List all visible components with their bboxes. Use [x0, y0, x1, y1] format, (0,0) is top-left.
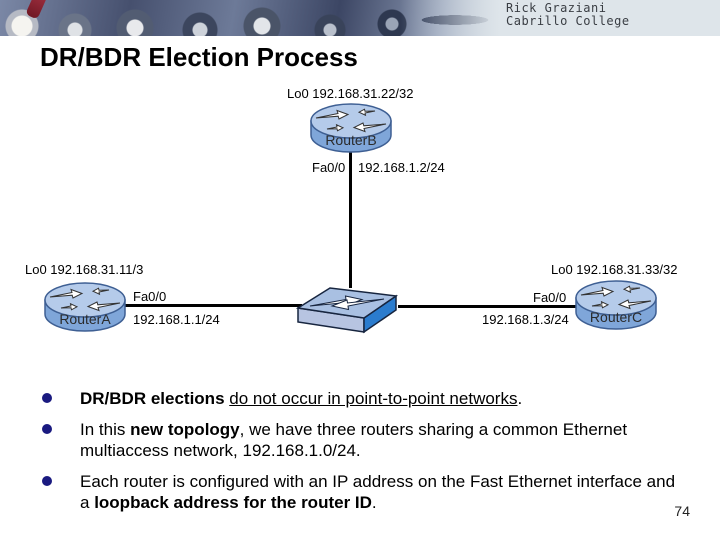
router-a-interface-label: Fa0/0 — [133, 289, 167, 304]
bullet-item: DR/BDR elections do not occur in point-t… — [40, 388, 685, 409]
bullet-text-segment: do not occur in point-to-point networks — [229, 389, 518, 408]
bullet-text-segment: loopback address for the router ID — [94, 493, 372, 512]
banner-photo — [0, 0, 518, 36]
bullet-icon — [42, 393, 52, 403]
router-c-loopback-label: Lo0 192.168.31.33/32 — [551, 262, 678, 277]
router-a: RouterA — [41, 280, 129, 336]
bullet-text-segment: , we have three routers sharing a common… — [80, 420, 628, 460]
bullet-list: DR/BDR elections do not occur in point-t… — [40, 388, 688, 523]
author-organization: Cabrillo College — [506, 14, 630, 28]
router-c-name: RouterC — [589, 309, 643, 325]
bullet-text-segment: DR/BDR elections — [80, 389, 230, 408]
router-a-name: RouterA — [59, 311, 111, 327]
bullet-text-segment: . — [371, 493, 377, 512]
bullet-text-segment: new topology — [130, 420, 240, 439]
page-number: 74 — [674, 503, 690, 519]
router-icon — [310, 103, 392, 153]
author-name: Rick Graziani — [506, 1, 607, 15]
router-icon — [575, 280, 657, 330]
ethernet-switch — [296, 282, 400, 334]
router-icon — [44, 282, 126, 332]
link-routera-switch — [124, 304, 302, 307]
link-routerc-switch — [398, 305, 576, 308]
switch-icon — [296, 287, 399, 334]
bullet-item: Each router is configured with an IP add… — [40, 471, 685, 513]
router-c-ip-label: 192.168.1.3/24 — [482, 312, 569, 327]
bullet-icon — [42, 424, 52, 434]
router-c: RouterC — [572, 278, 660, 334]
bullet-text-segment: Each router is configured with an IP add… — [80, 472, 676, 512]
router-b-name: RouterB — [325, 132, 377, 148]
router-b-loopback-label: Lo0 192.168.31.22/32 — [287, 86, 414, 101]
router-b: RouterB — [307, 101, 395, 157]
bullet-text-segment: In this — [80, 420, 131, 439]
router-c-interface-label: Fa0/0 — [533, 290, 567, 305]
header-banner: Rick Graziani Cabrillo College — [0, 0, 720, 36]
bullet-item: In this new topology, we have three rout… — [40, 419, 685, 461]
router-a-ip-label: 192.168.1.1/24 — [133, 312, 220, 327]
bullet-text-segment: . — [517, 389, 523, 408]
link-routerb-switch — [349, 152, 352, 288]
slide-title: DR/BDR Election Process — [40, 42, 358, 72]
router-b-ip-label: 192.168.1.2/24 — [358, 160, 445, 175]
red-cable-decoration — [25, 0, 48, 20]
router-b-interface-label: Fa0/0 — [312, 160, 346, 175]
router-a-loopback-label: Lo0 192.168.31.11/3 — [25, 262, 144, 277]
author-block: Rick Graziani Cabrillo College — [506, 2, 630, 28]
bullet-icon — [42, 476, 52, 486]
network-diagram: RouterB RouterA Rout — [0, 80, 720, 345]
